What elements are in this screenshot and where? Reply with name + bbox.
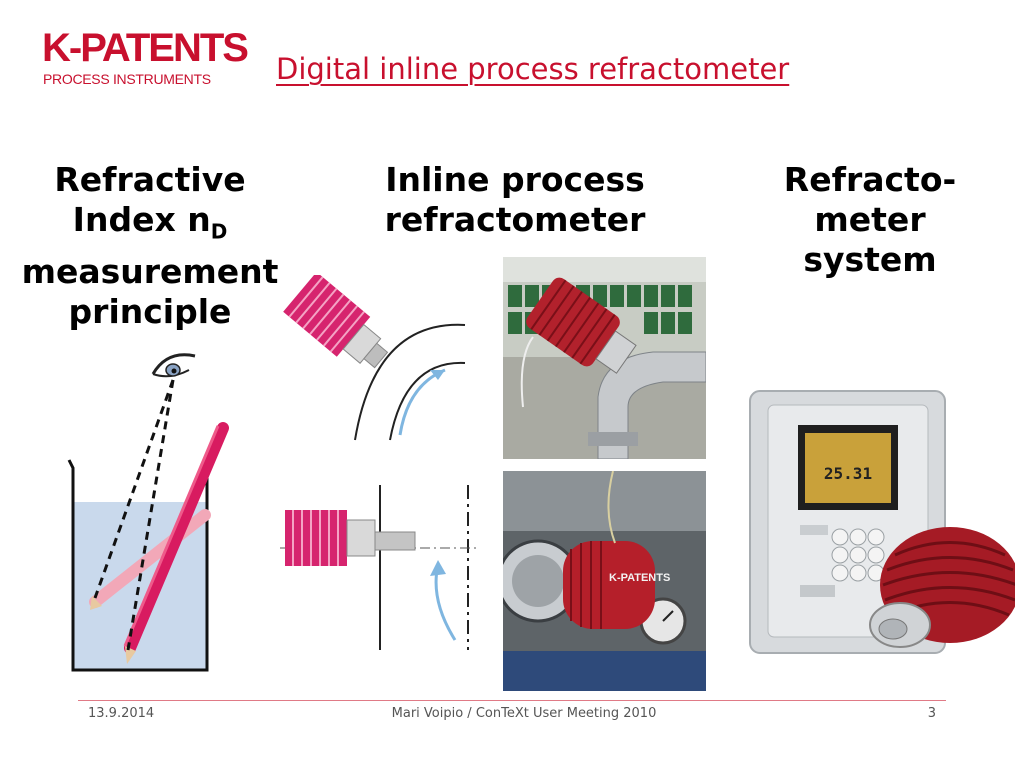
heading-refractive-index: Refractive Index nD measurement principl… [10, 160, 290, 332]
logo-subtitle: PROCESS INSTRUMENTS [43, 71, 211, 87]
heading-line: principle [68, 291, 232, 331]
heading-line: system [803, 240, 937, 279]
heading-line: Refracto- [783, 160, 957, 199]
eye-icon [151, 353, 196, 378]
heading-line: Inline process [385, 160, 645, 199]
refractometer-system-image: 25.31 [740, 385, 1020, 670]
beaker [67, 459, 209, 672]
sensor-brand-label: K-PATENTS [609, 572, 670, 584]
footer-divider [78, 700, 946, 701]
subscript-d: D [210, 219, 228, 244]
heading-line: Index nD [10, 200, 290, 252]
installation-photo-industrial: K-PATENTS [503, 471, 706, 691]
page-number: 3 [927, 706, 936, 721]
sight-line-real [126, 379, 175, 651]
sight-line-apparent [93, 379, 175, 599]
heading-inline-refractometer: Inline process refractometer [350, 160, 680, 240]
apparent-pencil [89, 509, 211, 608]
heading-line: refractometer [384, 200, 646, 239]
k-patents-logo: K-PATENTS [42, 26, 249, 70]
installation-photo-cans [503, 257, 706, 459]
footer-author-event: Mari Voipio / ConTeXt User Meeting 2010 [391, 706, 657, 721]
heading-line: measurement [21, 251, 279, 291]
footer-date: 13.9.2014 [88, 706, 155, 721]
pencil-tip-apparent [90, 596, 102, 610]
display-value: 25.31 [824, 464, 872, 483]
sensor-head [869, 527, 1020, 648]
display-screen [805, 433, 891, 503]
heading-text: Index n [72, 200, 211, 239]
heading-refractometer-system: Refracto- meter system [740, 160, 1000, 280]
pipe-bend-schematic [283, 275, 466, 441]
heading-line: Refractive [54, 160, 246, 199]
straight-pipe-schematic [280, 485, 480, 650]
slide-title: Digital inline process refractometer [276, 52, 790, 86]
refraction-diagram [67, 353, 229, 672]
pencil [123, 422, 229, 664]
heading-line: meter [814, 200, 926, 239]
